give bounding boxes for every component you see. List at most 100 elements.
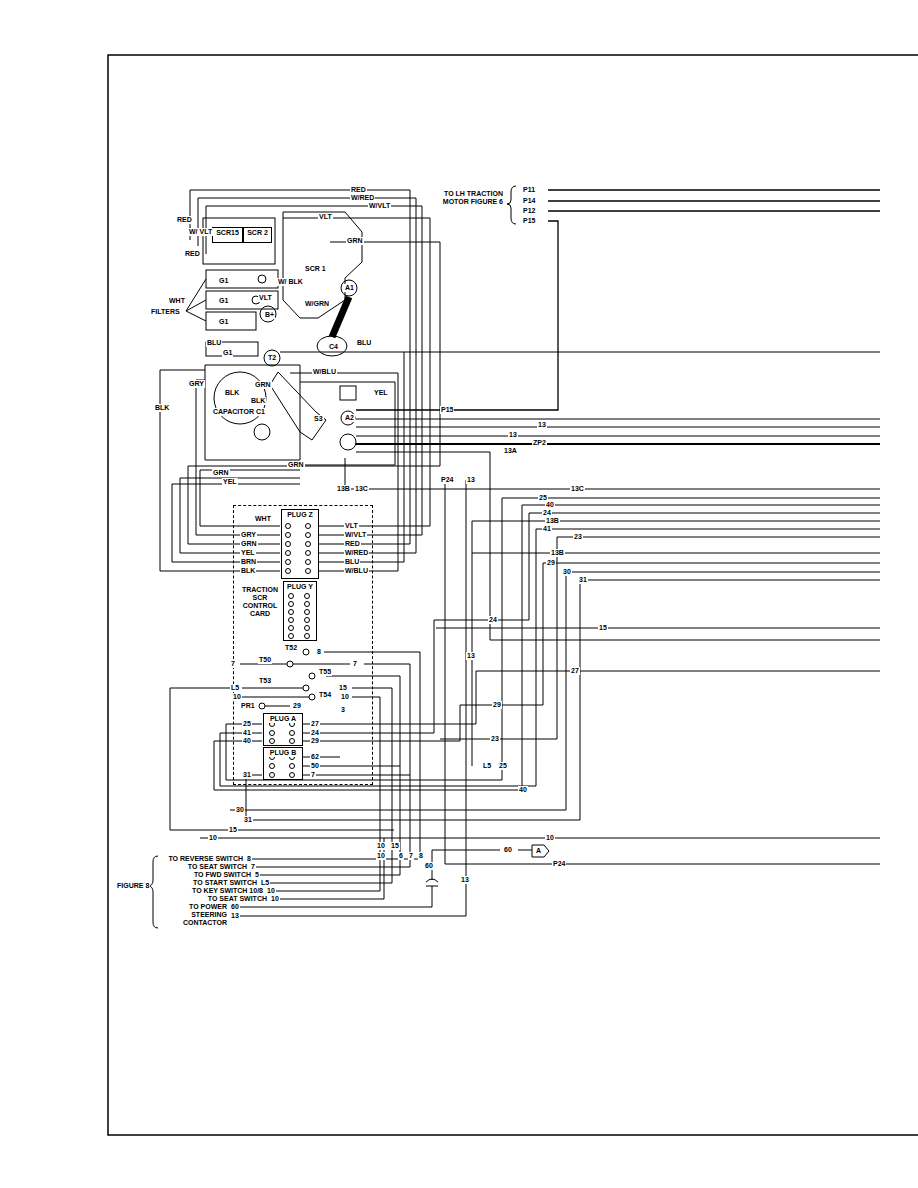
wire-label: 29 (292, 702, 302, 710)
component-box: SCR15 (212, 227, 243, 243)
wire-label: 13 (537, 421, 547, 429)
wire-label: W/BLU (344, 567, 369, 575)
wire-label: A (535, 847, 542, 855)
wire-label: BLK (240, 567, 256, 575)
wire-label: 13B (550, 549, 565, 557)
wire-label: RED (350, 186, 367, 194)
wire-label: 10 (208, 834, 218, 842)
wire-label: 13A (503, 447, 518, 455)
wire-label: YEL (240, 549, 256, 557)
page-frame (108, 55, 918, 1135)
wire-label: G1 (218, 277, 229, 285)
wire-label: GRN (240, 540, 258, 548)
wire-label: 10 (232, 693, 242, 701)
wire-label: 10 (376, 842, 386, 850)
wire-label: 24 (488, 616, 498, 624)
wire-label: 15 (390, 842, 400, 850)
wire-label: WHT (254, 515, 272, 523)
wire-label: TO KEY SWITCH 10/8 (191, 887, 264, 895)
wire-label: 27 (570, 667, 580, 675)
wire-label: 30 (235, 806, 245, 814)
wire-label: A1 (344, 284, 355, 292)
wire-label: W/VLT (344, 531, 367, 539)
wire-label: 5 (254, 871, 260, 879)
wire-label: T2 (267, 354, 277, 362)
wire-label: GRY (240, 531, 257, 539)
wire-label: 6 (398, 852, 404, 860)
wire-label: P14 (522, 197, 536, 205)
wire-label: 10 (376, 852, 386, 860)
wire-label: 7 (352, 660, 358, 668)
wire-label: 25 (498, 762, 508, 770)
wire-label: 31 (578, 576, 588, 584)
wire-label: 40 (545, 501, 555, 509)
wire-label: 40 (242, 737, 252, 745)
wire-label: 13 (230, 912, 240, 920)
wire-label: W/ BLK (277, 278, 304, 286)
wire-label: RED (344, 540, 361, 548)
wire-label: 24 (542, 509, 552, 517)
wire-label: W/RED (344, 549, 369, 557)
wire-label: TO SEAT SWITCH (187, 863, 248, 871)
wire-label: 13B (545, 517, 560, 525)
wire-label: 7 (310, 771, 316, 779)
wire-label: 13B (336, 485, 351, 493)
wire-label: 41 (242, 729, 252, 737)
wire-label: 25 (242, 720, 252, 728)
wire-label: 10 (266, 887, 276, 895)
wire-label: P24 (440, 476, 454, 484)
wire-label: 7 (230, 660, 236, 668)
wire-label: TO POWER STEERING CONTACTOR (172, 903, 228, 927)
wire-label: 62 (310, 753, 320, 761)
wire-label: 24 (310, 729, 320, 737)
wire-label: 60 (503, 846, 513, 854)
wire-label: 29 (310, 737, 320, 745)
wire-label: 8 (246, 855, 252, 863)
wire-label: 27 (310, 720, 320, 728)
wire-label: 13C (570, 485, 585, 493)
wire-label: T50 (258, 656, 272, 664)
component-box: PLUG Y (283, 581, 317, 641)
wire-label: YEL (222, 478, 238, 486)
wire-label: 13 (460, 876, 470, 884)
connector-pins (240, 524, 350, 778)
wire-label: B+ (264, 311, 275, 319)
wire-label: G1 (218, 297, 229, 305)
wire-label: P24 (552, 860, 566, 868)
wire-label: 8 (316, 648, 322, 656)
wire-label: 8 (418, 852, 424, 860)
wire-label: 15 (598, 624, 608, 632)
wire-label: S3 (313, 415, 324, 423)
wire-label: VLT (318, 213, 333, 221)
component-box: PLUG Z (281, 509, 319, 579)
wire-label: G1 (218, 318, 229, 326)
wire-label: 13 (466, 652, 476, 660)
wire-label: 29 (492, 701, 502, 709)
wire-bundle (148, 186, 880, 928)
wire-label: FIGURE 8 (116, 882, 150, 890)
wire-label: P15 (522, 217, 536, 225)
wire-label: 3 (340, 706, 346, 714)
wire-label: GRN (212, 469, 230, 477)
wire-label: 29 (546, 559, 556, 567)
wire-label: 40 (518, 786, 528, 794)
wire-label: TO SEAT SWITCH (207, 895, 268, 903)
component-name: PLUG Z (286, 511, 314, 519)
wire-label: YEL (373, 389, 389, 397)
wire-label: RED (184, 250, 201, 258)
wire-label: 13C (354, 485, 369, 493)
component-name: PLUG B (269, 749, 297, 757)
wire-label: GRN (346, 237, 364, 245)
wire-label: VLT (258, 294, 273, 302)
wire-label: W/VLT (368, 202, 391, 210)
component-box: PLUG A (263, 713, 303, 746)
component-box: SCR 2 (243, 227, 272, 243)
wire-label: 23 (490, 735, 500, 743)
wire-label: BLU (206, 339, 222, 347)
wire-label: RED (176, 216, 193, 224)
wire-label: W/ VLT (188, 228, 213, 236)
wire-label: 31 (243, 816, 253, 824)
wire-label: PR1 (240, 702, 256, 710)
wire-label: T54 (318, 691, 332, 699)
